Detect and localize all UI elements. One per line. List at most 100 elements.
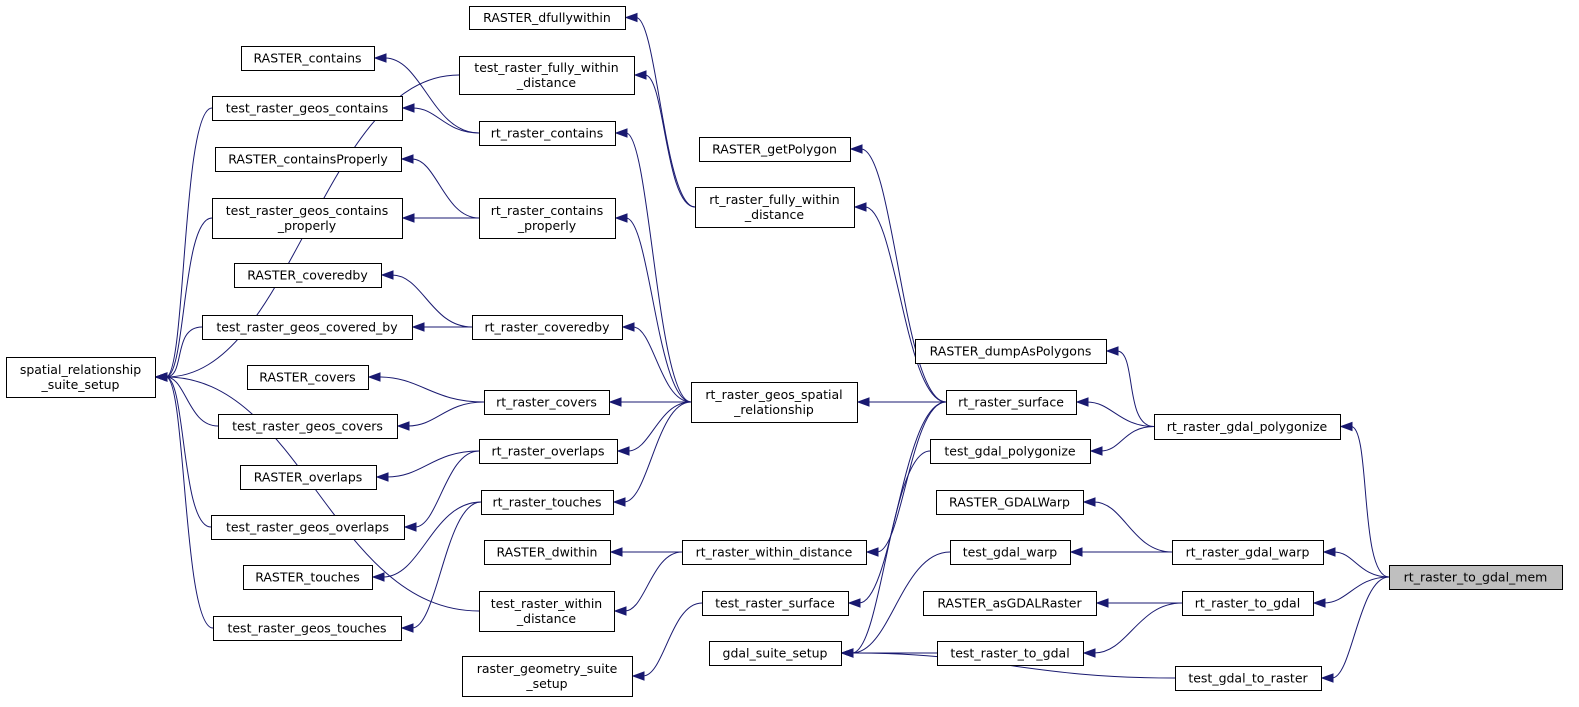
edge-arrowhead <box>1089 446 1103 456</box>
node-label: _suite_setup <box>41 377 120 392</box>
node-raster-geometry-suite-setup[interactable]: raster_geometry_suite_setup <box>462 656 633 697</box>
node-box <box>695 187 855 228</box>
edge-arrowhead <box>1105 346 1119 356</box>
edge-spatial-relationship-suite-setup-to-test-raster-geos-covered-by <box>154 326 203 382</box>
node-box <box>915 339 1107 364</box>
node-test-raster-geos-covers[interactable]: test_raster_geos_covers <box>218 414 398 439</box>
node-rt-raster-contains[interactable]: rt_raster_contains <box>479 121 616 146</box>
edge-line <box>644 74 696 208</box>
node-rt-raster-to-gdal[interactable]: rt_raster_to_gdal <box>1182 591 1314 616</box>
edge-line <box>1093 602 1183 654</box>
node-box <box>240 465 377 490</box>
edge-arrowhead <box>631 671 645 681</box>
node-test-raster-geos-touches[interactable]: test_raster_geos_touches <box>213 616 402 641</box>
edge-line <box>391 274 473 328</box>
node-raster-touches[interactable]: RASTER_touches <box>243 565 373 590</box>
node-raster-getpolygon[interactable]: RASTER_getPolygon <box>699 137 851 162</box>
node-rt-raster-geos-spatial-relationship[interactable]: rt_raster_geos_spatial_relationship <box>691 382 858 423</box>
node-rt-raster-gdal-polygonize[interactable]: rt_raster_gdal_polygonize <box>1154 414 1341 440</box>
edge-raster-gdalwarp-to-rt-raster-gdal-warp <box>1082 497 1173 553</box>
edge-line <box>165 107 213 378</box>
node-rt-raster-coveredby[interactable]: rt_raster_coveredby <box>472 315 623 340</box>
node-raster-dfullywithin[interactable]: RASTER_dfullywithin <box>469 6 626 30</box>
node-label: rt_raster_gdal_warp <box>1186 545 1310 560</box>
edge-line <box>1116 350 1155 427</box>
edge-arrowhead <box>621 322 635 332</box>
node-raster-dumpaspolygons[interactable]: RASTER_dumpAsPolygons <box>915 339 1107 364</box>
node-raster-dwithin[interactable]: RASTER_dwithin <box>484 540 611 565</box>
node-test-raster-geos-contains[interactable]: test_raster_geos_contains <box>212 96 403 121</box>
node-raster-asgdalraster[interactable]: RASTER_asGDALRaster <box>923 591 1097 616</box>
node-box <box>936 490 1084 515</box>
node-test-raster-geos-overlaps[interactable]: test_raster_geos_overlaps <box>211 515 405 540</box>
node-spatial-relationship-suite-setup[interactable]: spatial_relationship_suite_setup <box>6 357 156 398</box>
edge-rt-raster-surface-to-rt-raster-gdal-polygonize <box>1075 397 1155 427</box>
node-rt-raster-surface[interactable]: rt_raster_surface <box>946 390 1077 415</box>
node-label: test_raster_geos_contains <box>226 101 389 116</box>
edge-line <box>635 17 696 208</box>
edge-raster-covers-to-rt-raster-covers <box>367 372 485 403</box>
node-rt-raster-overlaps[interactable]: rt_raster_overlaps <box>479 439 618 464</box>
node-label: _relationship <box>733 402 814 417</box>
edge-raster-touches-to-rt-raster-touches <box>371 501 482 582</box>
node-label: RASTER_getPolygon <box>712 142 837 157</box>
edge-arrowhead <box>609 547 623 557</box>
node-test-raster-geos-contains-properly[interactable]: test_raster_geos_contains_properly <box>212 198 403 239</box>
node-label: test_gdal_warp <box>963 545 1058 560</box>
node-rt-raster-covers[interactable]: rt_raster_covers <box>484 390 610 415</box>
edge-arrowhead <box>401 103 415 113</box>
node-box <box>946 390 1077 415</box>
node-rt-raster-to-gdal-mem[interactable]: rt_raster_to_gdal_mem <box>1389 565 1563 590</box>
edge-arrowhead <box>411 322 425 332</box>
node-rt-raster-fully-within-distance[interactable]: rt_raster_fully_within_distance <box>695 187 855 228</box>
node-rt-raster-within-distance[interactable]: rt_raster_within_distance <box>682 540 867 565</box>
node-rt-raster-gdal-warp[interactable]: rt_raster_gdal_warp <box>1172 540 1324 565</box>
node-label: RASTER_containsProperly <box>228 152 388 167</box>
edge-arrowhead <box>1075 397 1089 407</box>
node-test-raster-fully-within-distance[interactable]: test_raster_fully_within_distance <box>459 56 635 95</box>
edge-arrowhead <box>840 648 854 658</box>
node-test-raster-to-gdal[interactable]: test_raster_to_gdal <box>937 641 1084 666</box>
edge-line <box>412 107 480 134</box>
node-label: _setup <box>525 676 567 691</box>
edge-test-gdal-warp-to-rt-raster-gdal-warp <box>1069 547 1172 557</box>
edge-spatial-relationship-suite-setup-to-test-raster-geos-touches <box>154 372 214 629</box>
edge-test-raster-fully-within-distance-to-rt-raster-fully-within-distance <box>633 70 696 208</box>
edge-line <box>1323 576 1390 604</box>
edge-raster-containsproperly-to-rt-raster-contains-properly <box>400 154 480 219</box>
node-test-gdal-polygonize[interactable]: test_gdal_polygonize <box>930 439 1091 464</box>
node-label: rt_raster_overlaps <box>491 444 604 459</box>
node-raster-gdalwarp[interactable]: RASTER_GDALWarp <box>936 490 1084 515</box>
edge-raster-geometry-suite-setup-to-test-raster-surface <box>631 602 703 681</box>
node-test-raster-within-distance[interactable]: test_raster_within_distance <box>479 591 615 632</box>
edges-layer <box>154 12 1390 683</box>
node-rt-raster-touches[interactable]: rt_raster_touches <box>481 490 614 515</box>
node-raster-coveredby[interactable]: RASTER_coveredby <box>234 263 382 288</box>
nodes-layer: RASTER_dfullywithin test_raster_fully_wit… <box>6 6 1563 697</box>
node-gdal-suite-setup[interactable]: gdal_suite_setup <box>709 641 842 666</box>
edge-line <box>1331 576 1390 679</box>
node-label: RASTER_dumpAsPolygons <box>930 344 1092 359</box>
node-raster-covers[interactable]: RASTER_covers <box>247 365 369 390</box>
node-box <box>472 315 623 340</box>
edge-rt-raster-overlaps-to-rt-raster-geos-spatial-relationship <box>616 401 692 456</box>
node-box <box>1154 414 1341 440</box>
edge-arrowhead <box>1069 547 1083 557</box>
edge-arrowhead <box>847 598 861 608</box>
node-test-raster-surface[interactable]: test_raster_surface <box>702 591 849 616</box>
node-rt-raster-contains-properly[interactable]: rt_raster_contains_properly <box>479 198 616 239</box>
node-test-gdal-warp[interactable]: test_gdal_warp <box>950 540 1071 565</box>
node-raster-containsproperly[interactable]: RASTER_containsProperly <box>215 147 402 172</box>
edge-test-gdal-to-raster-to-rt-raster-to-gdal-mem <box>1320 576 1390 683</box>
edge-rt-raster-geos-spatial-relationship-to-rt-raster-surface <box>856 397 946 407</box>
node-test-gdal-to-raster[interactable]: test_gdal_to_raster <box>1175 666 1322 691</box>
node-raster-contains[interactable]: RASTER_contains <box>241 46 375 71</box>
node-box <box>479 121 616 146</box>
node-label: rt_raster_coveredby <box>484 320 610 335</box>
node-test-raster-geos-covered-by[interactable]: test_raster_geos_covered_by <box>202 315 413 340</box>
edge-rt-raster-gdal-polygonize-to-rt-raster-to-gdal-mem <box>1339 421 1390 578</box>
edge-arrowhead <box>400 154 414 164</box>
node-raster-overlaps[interactable]: RASTER_overlaps <box>240 465 377 490</box>
node-label: rt_raster_covers <box>496 395 597 410</box>
edge-line <box>1086 401 1155 427</box>
